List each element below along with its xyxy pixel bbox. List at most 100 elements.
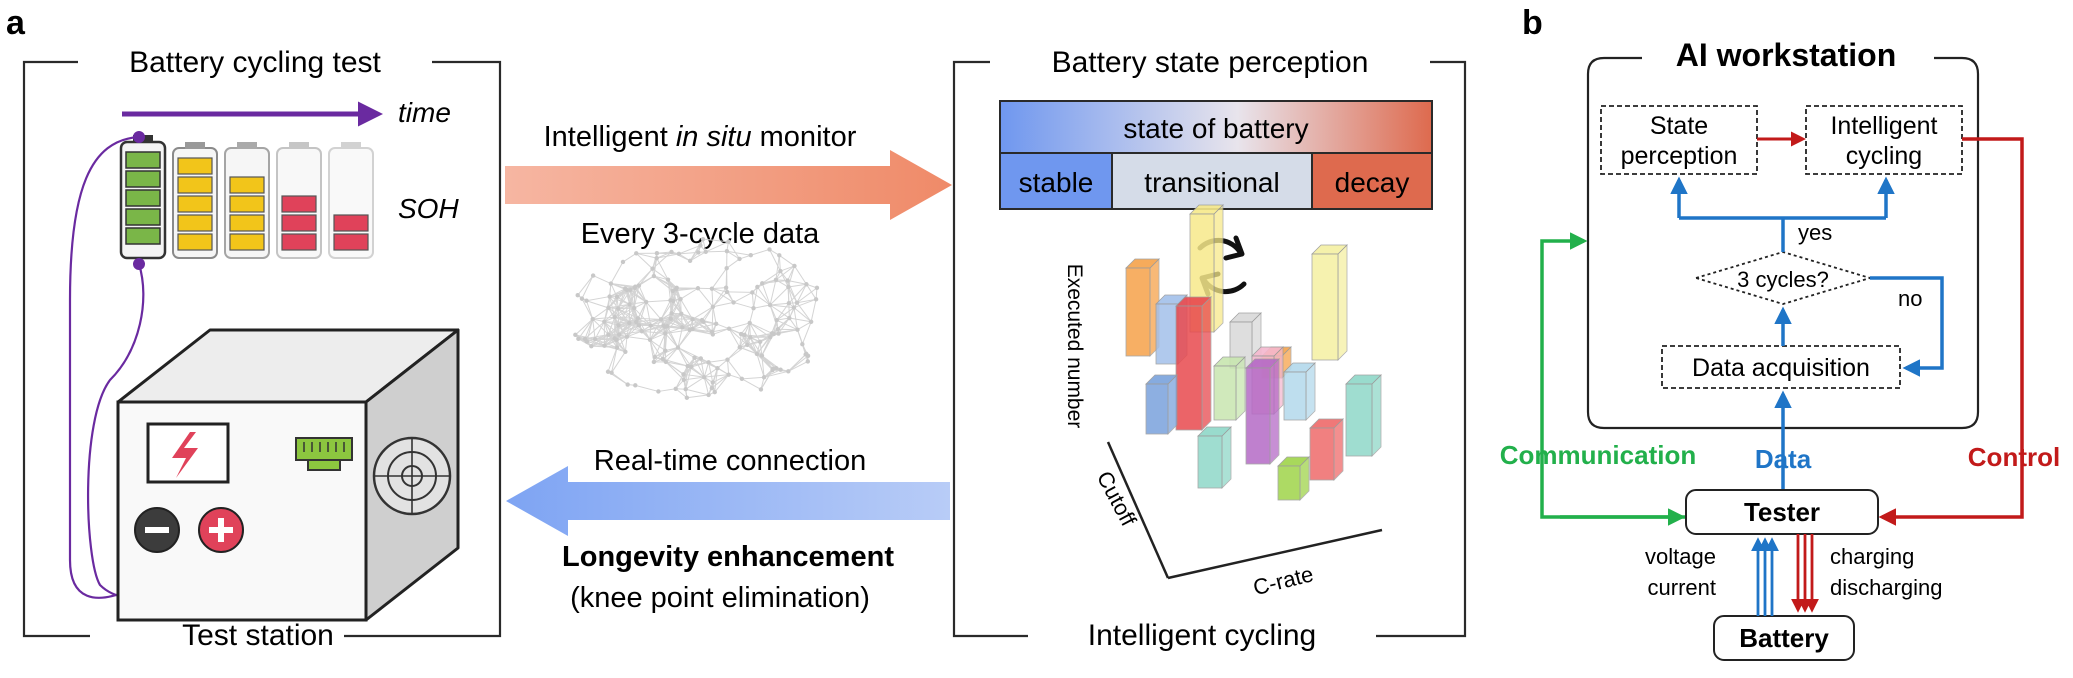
brain-link: [657, 258, 668, 280]
brain-node: [706, 393, 710, 397]
brain-link: [623, 253, 636, 262]
brain-node: [625, 382, 629, 386]
charging-label: charging: [1830, 544, 1914, 569]
state-perception-line2: perception: [1621, 142, 1738, 170]
data-label: Data: [1755, 444, 1812, 474]
brain-node: [768, 303, 772, 307]
brain-node: [701, 320, 705, 324]
brain-node: [688, 328, 692, 332]
brain-network-icon: [573, 237, 819, 400]
brain-link: [687, 395, 709, 398]
brain-link: [727, 345, 747, 360]
brain-node: [804, 352, 808, 356]
battery-to-tester-arrows: [1758, 540, 1772, 616]
tester-to-battery-arrows: [1798, 534, 1812, 610]
bar-front: [1346, 384, 1372, 456]
brain-node: [633, 383, 637, 387]
battery-icon-low: [277, 142, 321, 258]
state-header: state of battery: [1123, 113, 1308, 144]
brain-link: [727, 360, 728, 375]
brain-node: [666, 277, 670, 281]
brain-node: [606, 306, 610, 310]
brain-node: [676, 345, 680, 349]
brain-node: [755, 352, 759, 356]
brain-node: [727, 326, 731, 330]
soh-label: SOH: [398, 193, 459, 224]
brain-node: [615, 295, 619, 299]
state-transitional: transitional: [1144, 167, 1279, 198]
brain-node: [663, 324, 667, 328]
bar-front: [1198, 436, 1222, 488]
brain-node: [627, 302, 631, 306]
brain-node: [786, 369, 790, 373]
brain-node: [711, 305, 715, 309]
brain-link: [729, 323, 750, 329]
bar-front: [1214, 366, 1236, 420]
brain-node: [573, 333, 577, 337]
brain-node: [748, 321, 752, 325]
brain-node: [669, 250, 673, 254]
brain-node: [726, 372, 730, 376]
data-acquisition-label: Data acquisition: [1692, 354, 1870, 382]
brain-node: [710, 286, 714, 290]
brain-node: [576, 293, 580, 297]
battery-label: Battery: [1739, 623, 1829, 653]
bar-side: [1168, 375, 1177, 434]
discharging-label: discharging: [1830, 575, 1943, 600]
brain-link: [712, 268, 727, 288]
brain-node: [674, 387, 678, 391]
brain-link: [712, 289, 713, 307]
brain-link: [750, 308, 754, 323]
brain-node: [777, 253, 781, 257]
brain-node: [655, 251, 659, 255]
no-label: no: [1898, 286, 1922, 311]
bar-side: [1372, 375, 1381, 456]
brain-node: [623, 350, 627, 354]
brain-node: [591, 317, 595, 321]
brain-node: [706, 360, 710, 364]
brain-node: [615, 345, 619, 349]
brain-link: [811, 299, 816, 321]
brain-node: [650, 267, 654, 271]
brain-node: [759, 387, 763, 391]
bar-front: [1246, 368, 1270, 464]
bar-side: [1214, 205, 1223, 332]
battery-terminal-top: [133, 131, 145, 143]
plus-terminal-icon: [199, 508, 243, 552]
brain-link: [706, 251, 727, 252]
bar-side: [1202, 297, 1211, 430]
brain-link: [657, 254, 679, 258]
brain-node: [760, 281, 764, 285]
brain-node: [785, 278, 789, 282]
intelligent-cycling-line2: cycling: [1846, 142, 1922, 170]
state-stable: stable: [1019, 167, 1094, 198]
test-station-icon: [118, 330, 458, 620]
battery-terminal-bottom: [133, 258, 145, 270]
brain-node: [606, 332, 610, 336]
brain-node: [671, 289, 675, 293]
brain-node: [767, 247, 771, 251]
brain-node: [634, 320, 638, 324]
ai-workstation-title: AI workstation: [1676, 37, 1896, 73]
brain-node: [711, 380, 715, 384]
brain-link: [770, 287, 788, 305]
brain-node: [616, 323, 620, 327]
brain-node: [714, 322, 718, 326]
brain-link: [734, 292, 753, 302]
brain-node: [795, 328, 799, 332]
brain-node: [644, 300, 648, 304]
brain-node: [659, 317, 663, 321]
brain-link: [703, 307, 712, 322]
brain-link: [794, 266, 806, 284]
brain-node: [681, 372, 685, 376]
bar-front: [1126, 268, 1150, 356]
brain-link: [727, 347, 739, 359]
brain-node: [698, 243, 702, 247]
brain-node: [758, 340, 762, 344]
brain-node: [701, 237, 705, 241]
brain-node: [800, 342, 804, 346]
brain-node: [724, 285, 728, 289]
monitor-arrow: [505, 150, 952, 220]
brain-node: [668, 298, 672, 302]
bar-front: [1146, 384, 1168, 434]
